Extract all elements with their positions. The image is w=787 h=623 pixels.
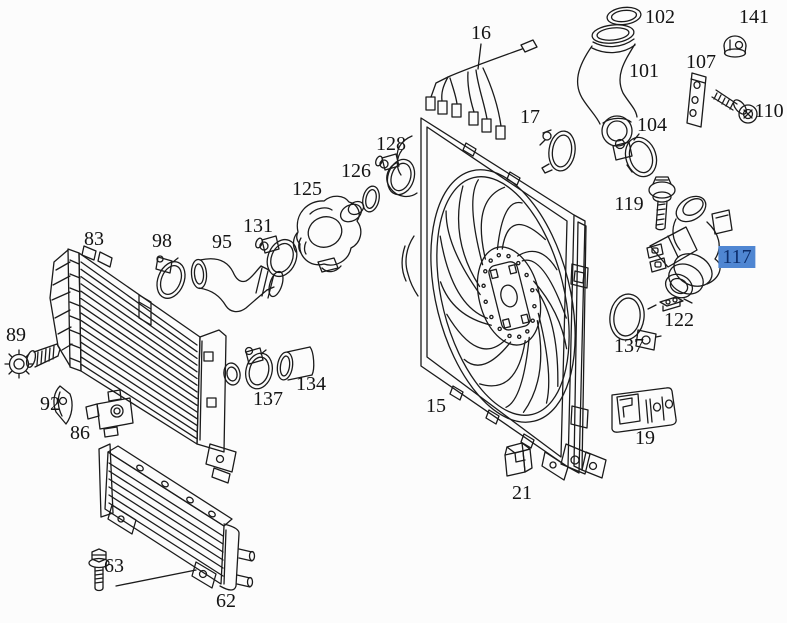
part-label-131[interactable]: 131	[243, 215, 273, 237]
part-95-hose-drawing	[190, 258, 284, 313]
part-label-16[interactable]: 16	[471, 22, 491, 44]
part-117-charge-air-pipe-drawing	[646, 195, 733, 299]
part-label-89[interactable]: 89	[6, 324, 26, 346]
part-128-clamp-drawing	[375, 153, 416, 196]
part-label-104[interactable]: 104	[637, 114, 667, 136]
part-137-right-clamp-drawing	[609, 293, 662, 351]
part-101-hose-drawing	[576, 24, 638, 147]
part-label-19[interactable]: 19	[635, 427, 655, 449]
part-16-wiring-harness-drawing	[425, 39, 538, 140]
part-label-101[interactable]: 101	[629, 60, 659, 82]
part-125-housing-drawing	[292, 195, 365, 273]
part-92-bracket-drawing	[53, 385, 73, 425]
part-62-oil-cooler-drawing	[98, 443, 256, 591]
part-label-122[interactable]: 122	[664, 309, 694, 331]
part-19-bracket-plate-drawing	[611, 387, 677, 433]
part-label-21[interactable]: 21	[512, 482, 532, 504]
part-86-sensor-drawing	[85, 389, 134, 438]
part-label-141[interactable]: 141	[739, 6, 769, 28]
part-label-117-selected[interactable]: 117	[718, 246, 756, 268]
part-label-62[interactable]: 62	[216, 590, 236, 612]
part-label-102[interactable]: 102	[645, 6, 675, 28]
part-15-fan-shroud-drawing	[420, 117, 607, 481]
part-104-clamp-drawing	[612, 133, 658, 178]
part-137-mid-clamp-drawing	[244, 346, 273, 390]
part-label-98[interactable]: 98	[152, 230, 172, 252]
part-110-bolt-drawing	[711, 89, 758, 124]
part-label-17[interactable]: 17	[520, 106, 540, 128]
part-label-107[interactable]: 107	[686, 51, 716, 73]
part-label-86[interactable]: 86	[70, 422, 90, 444]
part-label-125[interactable]: 125	[292, 178, 322, 200]
part-label-95[interactable]: 95	[212, 231, 232, 253]
part-131-clamp-drawing	[255, 235, 298, 278]
part-label-119[interactable]: 119	[614, 193, 644, 215]
part-126-seal-ring-drawing	[362, 185, 380, 213]
part-label-137-right[interactable]: 137	[614, 335, 644, 357]
part-label-134[interactable]: 134	[296, 373, 326, 395]
part-102-seal-ring-drawing	[606, 6, 642, 26]
part-107-bracket-drawing	[686, 72, 707, 128]
part-21-clip-drawing	[504, 442, 533, 477]
part-122-clip-drawing	[647, 296, 693, 312]
part-label-92[interactable]: 92	[40, 393, 60, 415]
part-98-clamp-drawing	[155, 255, 186, 299]
part-label-126[interactable]: 126	[341, 160, 371, 182]
part-89-bolt-drawing	[4, 343, 61, 379]
part-134-sleeve-drawing	[276, 346, 315, 381]
hose-fragment-drawing	[386, 135, 419, 297]
part-label-110[interactable]: 110	[754, 100, 784, 122]
part-label-137-mid[interactable]: 137	[253, 388, 283, 410]
part-label-83[interactable]: 83	[84, 228, 104, 250]
part-label-128[interactable]: 128	[376, 133, 406, 155]
part-83-intercooler-drawing	[49, 245, 241, 484]
part-119-bolt-drawing	[648, 176, 676, 231]
part-63-bolt-drawing	[88, 548, 110, 592]
part-17-clamp-drawing	[539, 129, 576, 174]
part-141-cap-nut-drawing	[723, 35, 747, 58]
part-label-63[interactable]: 63	[104, 555, 124, 577]
part-label-15[interactable]: 15	[426, 395, 446, 417]
